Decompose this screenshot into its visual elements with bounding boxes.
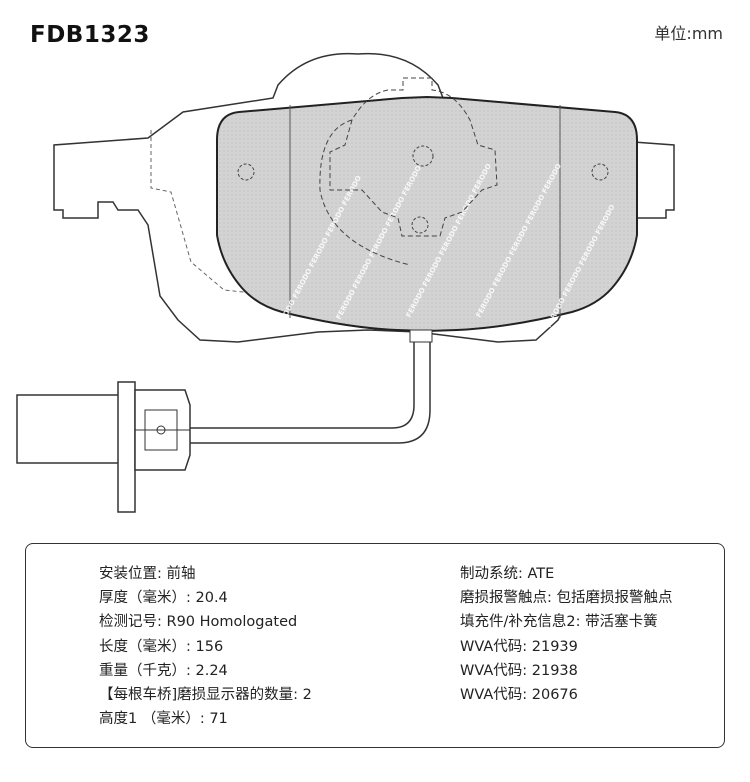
spec-row: 磨损报警触点: 包括磨损报警触点 xyxy=(460,590,673,607)
spec-row: WVA代码: 20676 xyxy=(460,687,578,704)
caliper-outline xyxy=(329,77,498,237)
caliper-arc xyxy=(319,119,411,266)
part-number-title: FDB1323 xyxy=(30,22,150,48)
spec-row: 长度（毫米）: 156 xyxy=(99,638,224,655)
spec-row: 制动系统: ATE xyxy=(460,566,555,582)
spec-row: 厚度（毫米）: 20.4 xyxy=(99,590,228,607)
spec-panel: 安装位置: 前轴 厚度（毫米）: 20.4 检测记号: R90 Homologa… xyxy=(25,543,725,748)
spec-row: 【每根车桥]磨损显示器的数量: 2 xyxy=(99,687,312,704)
spec-row: 重量（千克）: 2.24 xyxy=(99,662,228,679)
spec-row: 填充件/补充信息2: 带活塞卡簧 xyxy=(460,614,658,631)
sensor-wire xyxy=(190,333,415,429)
spec-row: 安装位置: 前轴 xyxy=(99,566,196,582)
brake-pad-drawing: FERODO FERODO FERODO FERODO FERODO FEROD… xyxy=(16,52,675,513)
spec-row: WVA代码: 21938 xyxy=(460,662,578,679)
spec-column-right: 制动系统: ATE 磨损报警触点: 包括磨损报警触点 填充件/补充信息2: 带活… xyxy=(460,562,673,707)
sensor-wire-inner xyxy=(190,333,431,444)
unit-label: 单位:mm xyxy=(654,24,723,43)
spec-row: 高度1 （毫米）: 71 xyxy=(99,711,228,728)
spec-row: 检测记号: R90 Homologated xyxy=(99,614,298,631)
sensor-connector xyxy=(16,381,191,513)
spec-column-left: 安装位置: 前轴 厚度（毫米）: 20.4 检测记号: R90 Homologa… xyxy=(99,562,312,731)
spec-row: WVA代码: 21939 xyxy=(460,638,578,655)
friction-material xyxy=(216,95,638,333)
